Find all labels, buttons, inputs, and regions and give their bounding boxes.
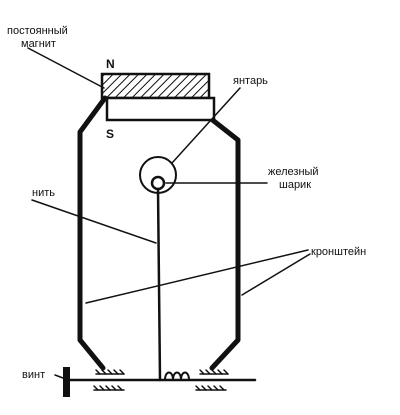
label-iron-ball-2: шарик (279, 179, 311, 191)
label-pole-north: N (106, 57, 115, 71)
label-amber: янтарь (233, 75, 268, 87)
leader-lines (27, 47, 311, 379)
iron-ball (150, 175, 166, 191)
label-permanent-magnet-1: постоянный (7, 25, 68, 37)
label-screw: винт (22, 369, 45, 381)
ground-marks (93, 369, 229, 391)
label-permanent-magnet-2: магнит (21, 38, 56, 50)
magnet-north-block (100, 72, 211, 100)
coil (164, 371, 190, 381)
label-bracket: кронштейн (311, 246, 366, 258)
thread-line (156, 187, 162, 382)
label-pole-south: S (106, 127, 114, 141)
bracket-frame (77, 95, 241, 371)
label-thread: нить (32, 187, 55, 199)
screw-head (63, 367, 70, 397)
label-iron-ball-1: железный (268, 166, 319, 178)
magnet-south-block (105, 96, 216, 122)
